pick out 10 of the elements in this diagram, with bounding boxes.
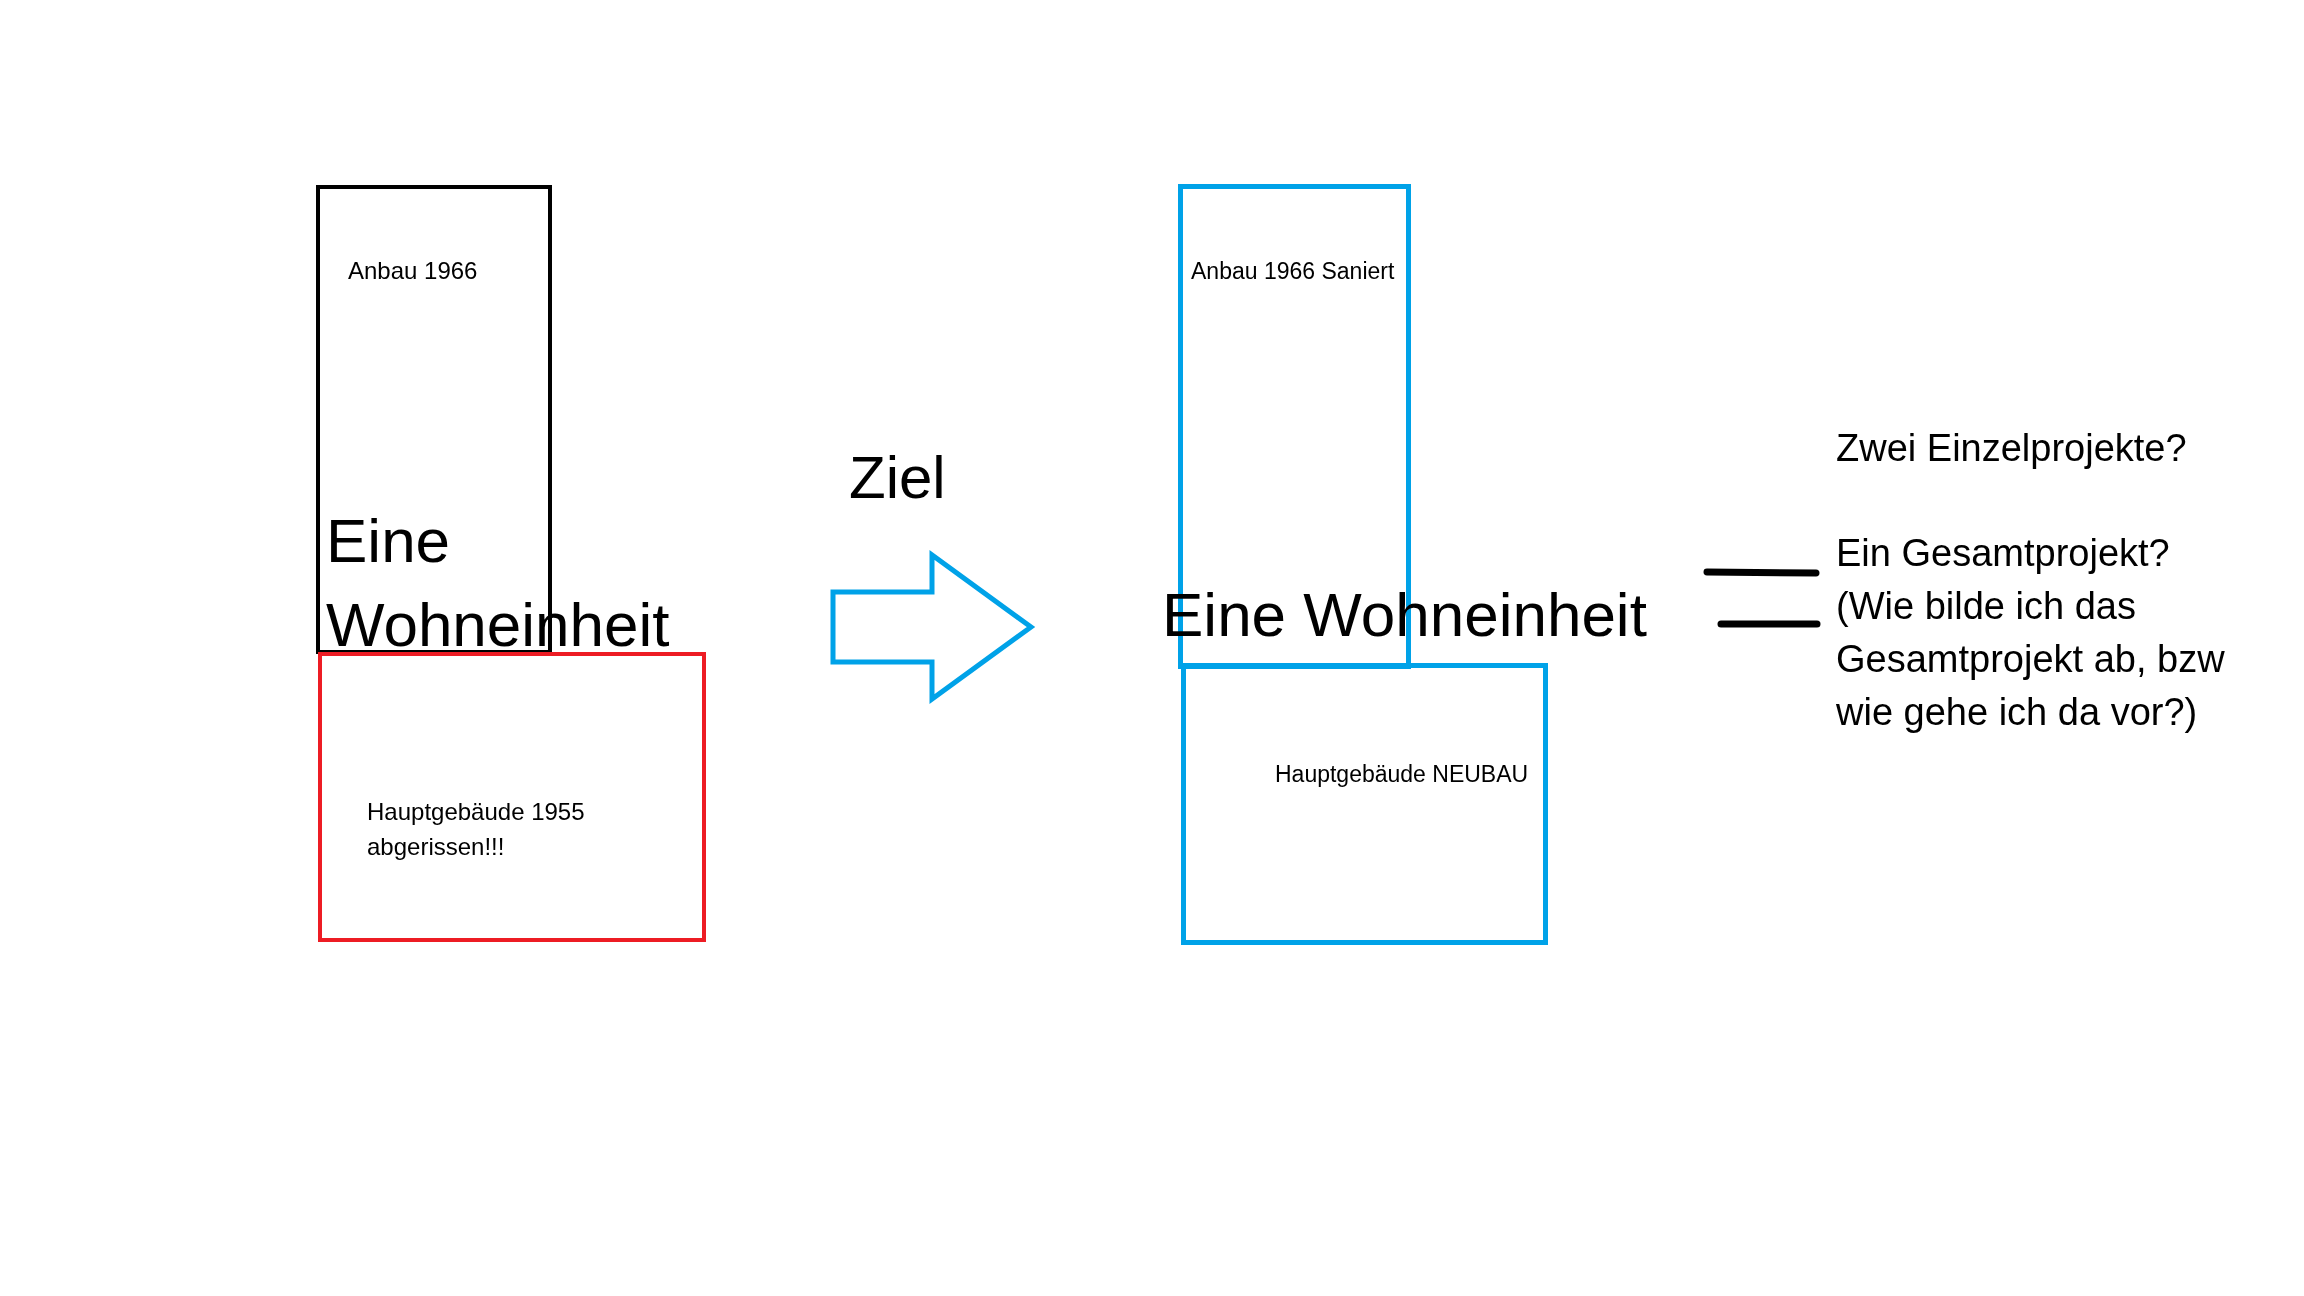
- question-text: Zwei Einzelprojekte?: [1836, 429, 2187, 467]
- building-label: Anbau 1966: [348, 259, 478, 283]
- edge-label: Ziel: [849, 448, 946, 508]
- building-box: [1181, 663, 1548, 945]
- building-label: Anbau 1966 Saniert: [1191, 260, 1395, 283]
- building-label: Hauptgebäude 1955 abgerissen!!!: [367, 797, 586, 862]
- building-label: Hauptgebäude NEUBAU: [1275, 763, 1529, 786]
- block-arrow: [830, 550, 1036, 704]
- building-box: [318, 652, 706, 942]
- question-text: Ein Gesamtprojekt? (Wie bilde ich das Gesamtprojekt ab, bzw wie gehe ich da vor?): [1836, 531, 2226, 735]
